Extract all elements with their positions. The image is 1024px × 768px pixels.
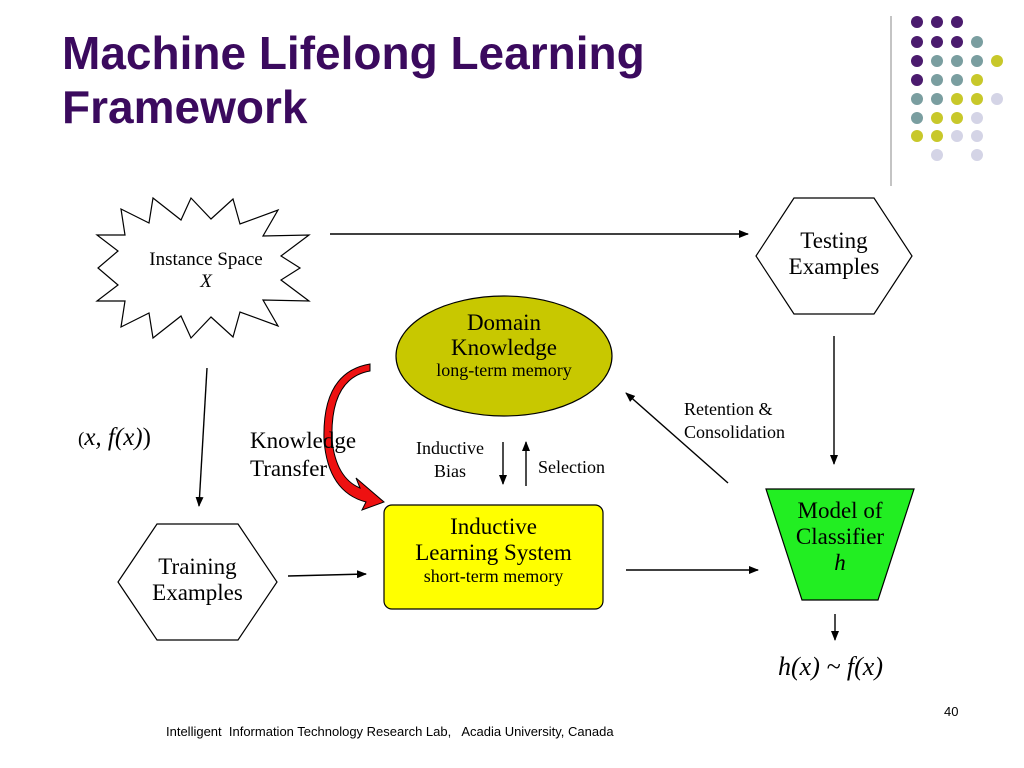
deco-dot <box>951 112 963 124</box>
inductive-bias-line-2: Bias <box>433 460 466 481</box>
training-examples-hexagon <box>117 523 278 641</box>
arrow-instance-to-training <box>195 367 208 507</box>
training-examples-line-1: Training <box>158 554 237 579</box>
deco-dot <box>931 149 943 161</box>
deco-dot <box>911 36 923 48</box>
knowledge-transfer-line-1: Knowledge <box>250 428 357 453</box>
xfx-open-paren: ( <box>78 429 85 450</box>
deco-dot <box>971 55 983 67</box>
deco-dot <box>951 16 963 28</box>
deco-dot <box>931 93 943 105</box>
deco-dot <box>951 93 963 105</box>
testing-examples-line-2: Examples <box>788 254 880 280</box>
domain-knowledge-line-1: Domain <box>466 310 542 335</box>
inductive-learning-line-1: Inductive <box>450 514 537 539</box>
training-examples-line-2: Examples <box>152 580 243 606</box>
deco-dot <box>931 130 943 142</box>
title-line-1: Machine Lifelong Learning <box>62 27 645 79</box>
instance-space-line-2: X <box>200 270 212 292</box>
deco-dot <box>971 93 983 105</box>
deco-dot <box>951 130 963 142</box>
inductive-learning-label: Inductive Learning System short-term mem… <box>384 514 603 586</box>
slide-footer: Intelligent Information Technology Resea… <box>166 724 614 739</box>
retention-consolidation-label: Retention & Consolidation <box>684 398 785 445</box>
deco-dot <box>911 112 923 124</box>
model-classifier-trapezoid <box>765 488 915 601</box>
deco-dot <box>971 112 983 124</box>
training-examples-label: Training Examples <box>118 554 277 607</box>
deco-dot <box>971 130 983 142</box>
deco-dot <box>951 55 963 67</box>
inductive-bias-line-1: Inductive <box>416 438 484 458</box>
deco-dot <box>931 74 943 86</box>
deco-dot <box>991 93 1003 105</box>
page-number: 40 <box>944 704 959 719</box>
model-classifier-line-3: h <box>834 549 846 575</box>
slide-title: Machine Lifelong Learning Framework <box>62 26 782 134</box>
deco-dot <box>971 149 983 161</box>
retention-line-1: Retention & <box>684 399 773 419</box>
deco-dot <box>911 16 923 28</box>
instance-space-starburst <box>95 196 311 340</box>
model-classifier-line-1: Model of <box>797 498 883 523</box>
inductive-learning-line-2: Learning System <box>415 539 572 565</box>
decorative-dot-grid <box>911 16 1003 161</box>
selection-label: Selection <box>538 457 605 478</box>
title-line-2: Framework <box>62 81 308 133</box>
xfx-body: x, f(x) <box>84 424 143 451</box>
deco-dot <box>931 55 943 67</box>
deco-dot <box>931 36 943 48</box>
instance-space-line-1: Instance Space <box>149 249 263 270</box>
model-classifier-label: Model of Classifier h <box>766 498 914 575</box>
domain-knowledge-label: Domain Knowledge long-term memory <box>396 310 612 380</box>
testing-examples-hexagon <box>755 197 913 315</box>
deco-dot <box>911 74 923 86</box>
testing-examples-label: Testing Examples <box>756 228 912 281</box>
testing-examples-line-1: Testing <box>800 228 868 253</box>
domain-knowledge-line-3: long-term memory <box>436 359 572 380</box>
model-classifier-line-2: Classifier <box>795 523 885 549</box>
hx-fx-label: h(x) ~ f(x) <box>778 652 883 682</box>
arrow-training-to-inductive <box>287 570 367 579</box>
knowledge-transfer-arrow <box>323 363 385 511</box>
deco-dot <box>931 16 943 28</box>
deco-dot <box>951 74 963 86</box>
deco-dot <box>991 55 1003 67</box>
xfx-close-paren: ) <box>142 424 151 451</box>
domain-knowledge-ellipse <box>395 295 613 417</box>
deco-dot <box>911 55 923 67</box>
deco-dot <box>951 36 963 48</box>
hx-fx-text: h(x) ~ f(x) <box>778 652 884 681</box>
deco-dot <box>931 112 943 124</box>
knowledge-transfer-label: Knowledge Transfer <box>250 427 356 482</box>
instance-space-label: Instance Space X <box>118 249 294 293</box>
domain-knowledge-line-2: Knowledge <box>450 335 558 361</box>
arrow-retention-consolidation <box>625 392 729 484</box>
deco-dot <box>911 93 923 105</box>
inductive-learning-box <box>383 504 604 610</box>
retention-line-2: Consolidation <box>684 422 786 443</box>
inductive-bias-label: Inductive Bias <box>402 437 498 482</box>
knowledge-transfer-line-2: Transfer <box>250 455 328 481</box>
deco-dot <box>971 74 983 86</box>
deco-dot <box>911 130 923 142</box>
deco-dot <box>971 36 983 48</box>
xfx-label: (x, f(x)) <box>78 424 151 453</box>
selection-text: Selection <box>538 457 605 477</box>
inductive-learning-line-3: short-term memory <box>423 565 564 586</box>
